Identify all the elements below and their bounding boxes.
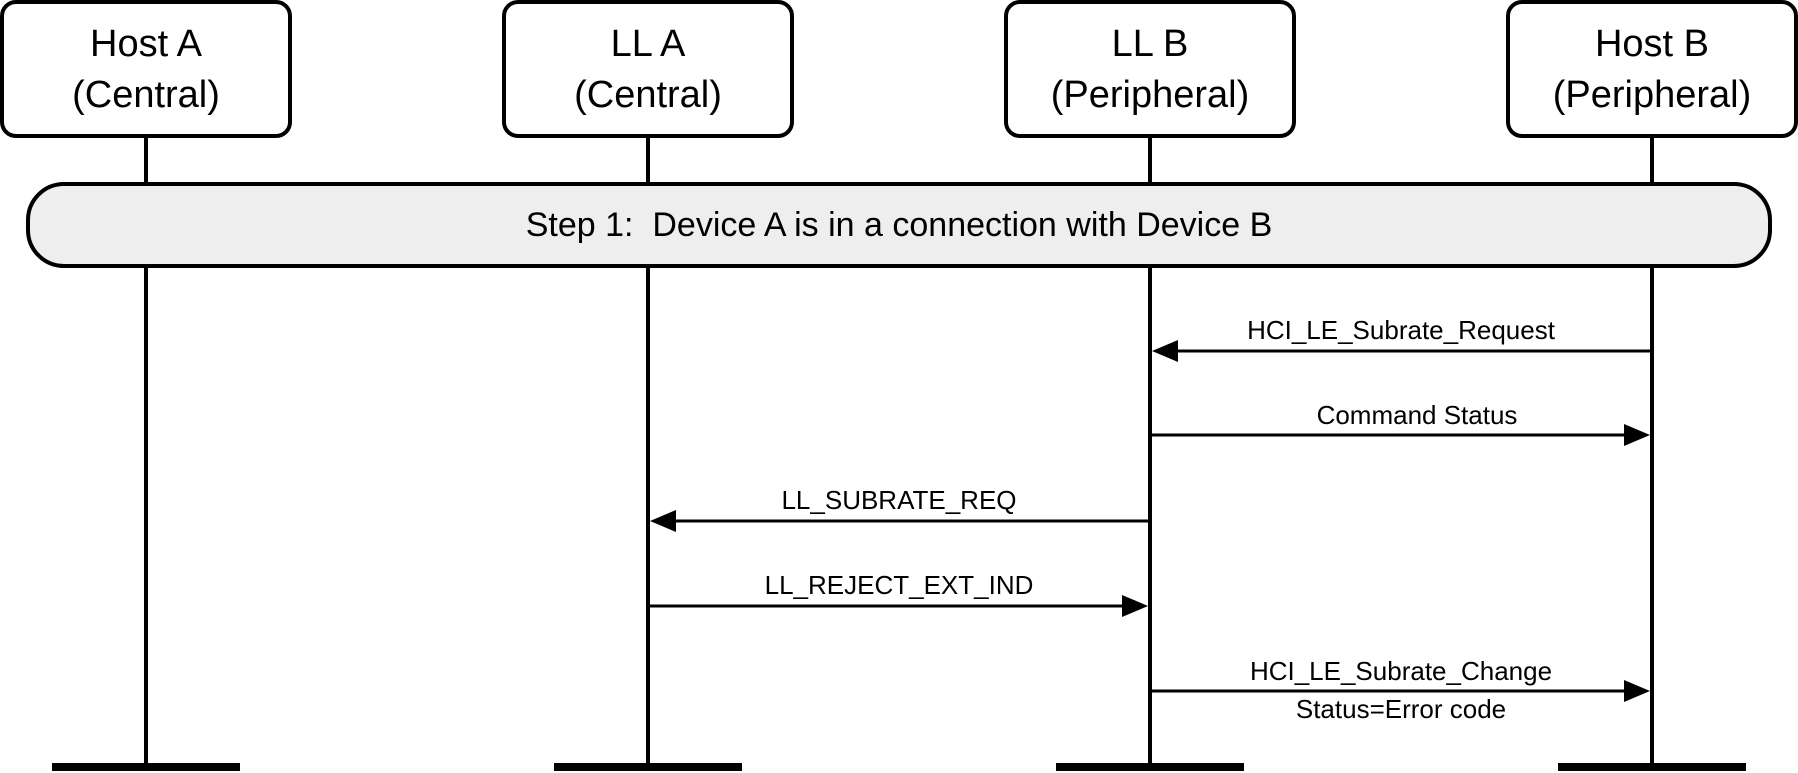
arrowhead-right-icon [1122, 595, 1148, 617]
message-label: HCI_LE_Subrate_Request [1247, 315, 1556, 345]
message-hci-le-subrate-request: HCI_LE_Subrate_Request [1152, 315, 1652, 362]
actor-name: Host A [90, 23, 203, 65]
step-box: Step 1: Device A is in a connection with… [26, 182, 1772, 268]
message-hci-le-subrate-change: HCI_LE_Subrate_Change Status=Error code [1150, 656, 1650, 724]
arrowhead-left-icon [1152, 340, 1178, 362]
actor-ll-a: LL A (Central) [502, 0, 794, 138]
actor-role: (Peripheral) [1051, 74, 1250, 116]
actor-role: (Peripheral) [1553, 74, 1752, 116]
message-label: LL_SUBRATE_REQ [781, 485, 1016, 515]
actor-name: LL A [611, 23, 686, 65]
arrowhead-left-icon [650, 510, 676, 532]
actor-host-a: Host A (Central) [0, 0, 292, 138]
message-sublabel: Status=Error code [1296, 694, 1506, 724]
message-label: HCI_LE_Subrate_Change [1250, 656, 1552, 686]
actor-host-b: Host B (Peripheral) [1506, 0, 1798, 138]
actor-name: Host B [1595, 23, 1709, 65]
arrowhead-right-icon [1624, 424, 1650, 446]
actor-role: (Central) [574, 74, 722, 116]
message-label: LL_REJECT_EXT_IND [765, 570, 1034, 600]
step-label: Step 1: Device A is in a connection with… [526, 206, 1273, 244]
message-ll-subrate-req: LL_SUBRATE_REQ [650, 485, 1150, 532]
actor-ll-b: LL B (Peripheral) [1004, 0, 1296, 138]
arrowhead-right-icon [1624, 680, 1650, 702]
message-label: Command Status [1317, 400, 1518, 430]
message-ll-reject-ext-ind: LL_REJECT_EXT_IND [648, 570, 1148, 617]
actor-name: LL B [1112, 23, 1189, 65]
actor-role: (Central) [72, 74, 220, 116]
message-command-status: Command Status [1150, 400, 1650, 446]
